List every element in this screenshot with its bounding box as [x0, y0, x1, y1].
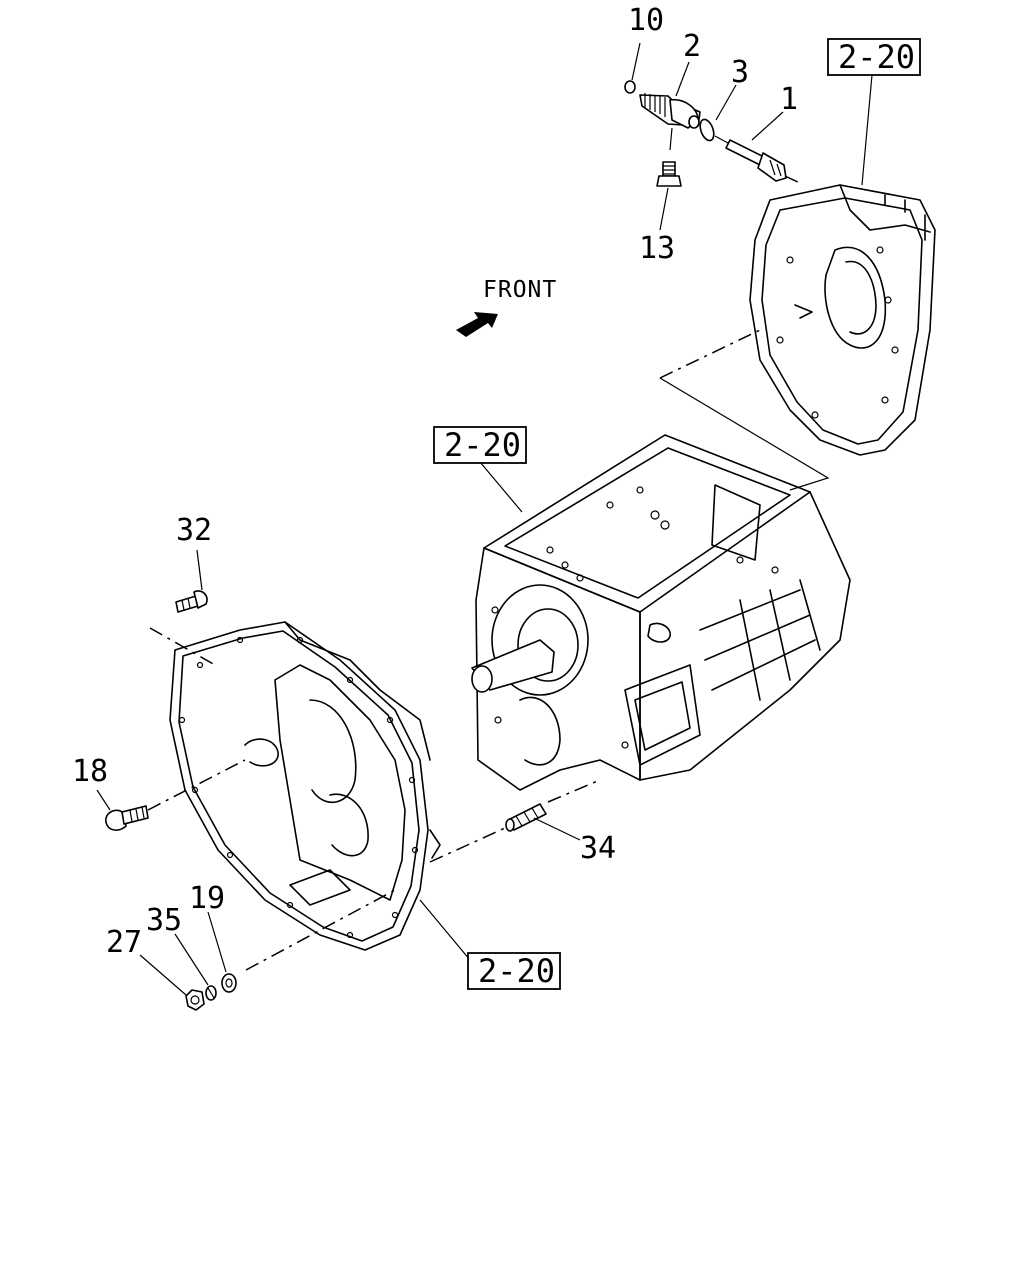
- part-1-shaft-shape: [714, 135, 787, 182]
- part-2-sensor-shape: [639, 93, 701, 129]
- callout-2: 2: [683, 29, 701, 64]
- ref-label-top-right: 2-20: [838, 38, 915, 76]
- ref-label-center: 2-20: [444, 426, 521, 464]
- ref-box-center[interactable]: 2-20: [433, 426, 527, 464]
- stud-34-alignment-line-upper: [547, 779, 601, 803]
- callout-27: 27: [106, 925, 142, 960]
- front-arrow-icon: [456, 312, 498, 337]
- part-27-nut-shape: [185, 989, 205, 1011]
- part-32-bolt-shape: [175, 590, 208, 613]
- part-13-bolt-shape: [656, 161, 682, 187]
- part-3-oring-shape: [699, 118, 715, 142]
- callout-32: 32: [176, 513, 212, 548]
- part-34-stud-shape: [505, 803, 547, 832]
- housing-alignment-line-2: [659, 329, 761, 379]
- callout-3: 3: [731, 55, 749, 90]
- callout-19: 19: [189, 881, 225, 916]
- transmission-case-shape: [471, 434, 851, 791]
- callout-10: 10: [628, 3, 664, 38]
- front-arrow: [456, 312, 498, 337]
- rear-housing-shape: [749, 184, 936, 456]
- ref-box-top-right[interactable]: 2-20: [827, 38, 921, 76]
- stud-34-alignment-line-lower: [429, 827, 506, 863]
- part-19-washer-shape: [221, 973, 237, 993]
- callout-18: 18: [72, 754, 108, 789]
- flange-bolt-holes: [178, 636, 419, 939]
- ref-box-bottom[interactable]: 2-20: [467, 952, 561, 990]
- clutch-housing-shape: [169, 621, 441, 951]
- callout-1: 1: [780, 82, 798, 117]
- part-35-lock-washer-shape: [205, 985, 217, 1001]
- ref-label-bottom: 2-20: [478, 952, 555, 990]
- bolt-32-alignment-line: [149, 627, 216, 666]
- part-18-bolt-shape: [105, 805, 149, 831]
- front-label: FRONT: [483, 277, 557, 303]
- shaft-alignment-line: [784, 175, 801, 184]
- part-10-plug-shape: [624, 80, 636, 94]
- bottom-ref-leader: [419, 899, 471, 961]
- bolt-18-alignment-line: [147, 759, 246, 811]
- callout-34: 34: [580, 831, 616, 866]
- callout-13: 13: [639, 231, 675, 266]
- housing-alignment-line: [659, 377, 830, 491]
- sensor-assembly: [624, 80, 787, 187]
- center-ref-leader: [479, 461, 523, 513]
- callout-35: 35: [146, 903, 182, 938]
